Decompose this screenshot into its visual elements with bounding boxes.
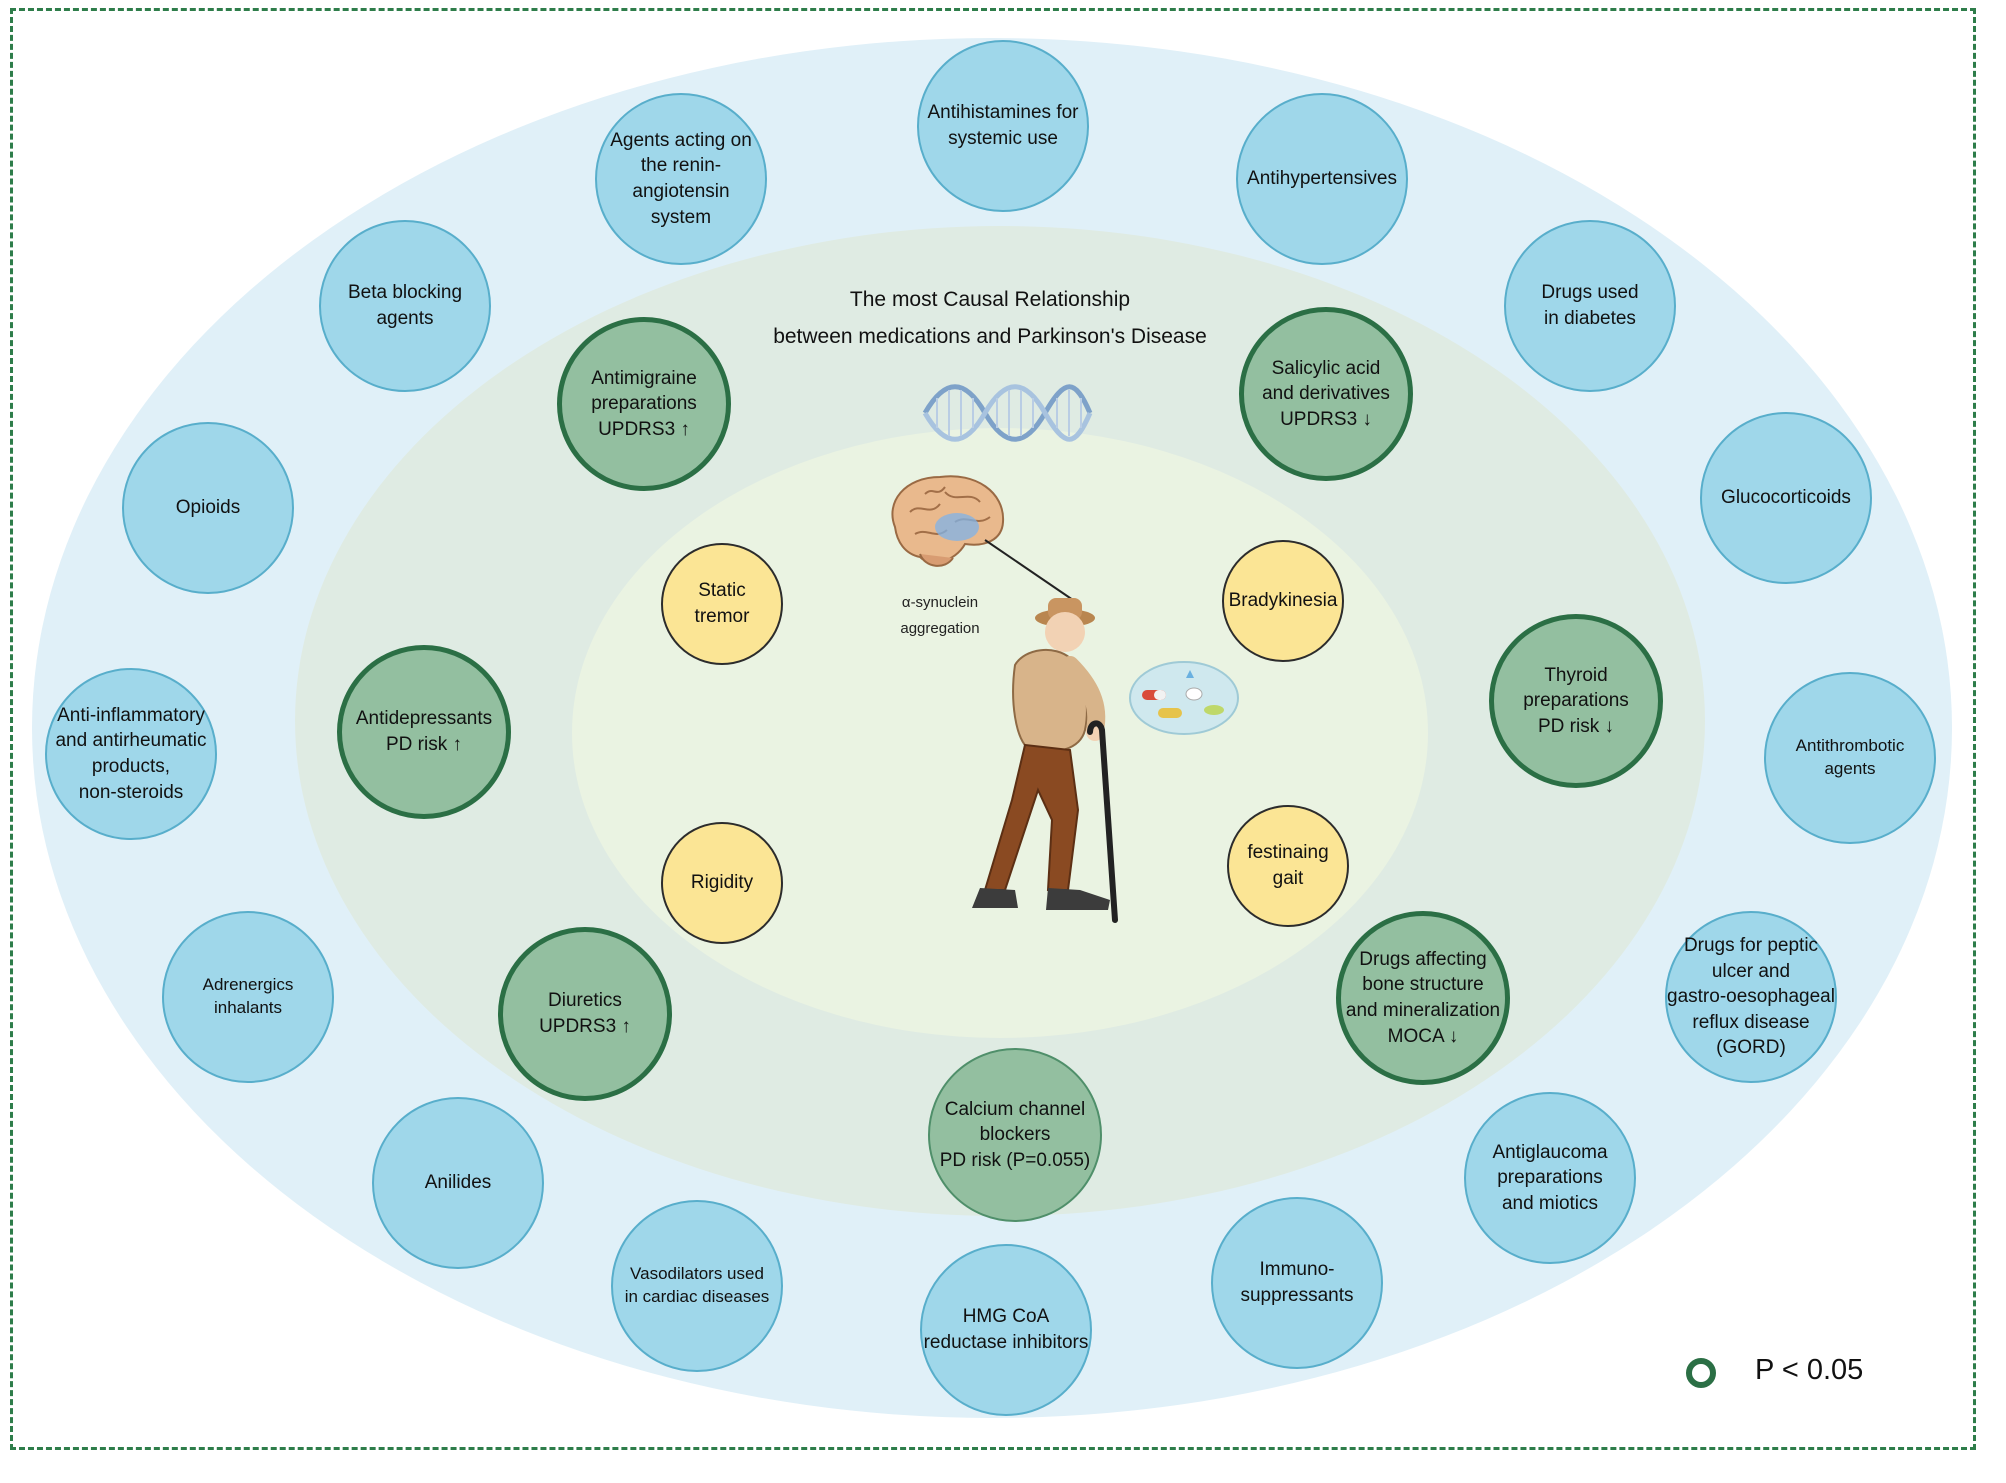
- med-immunosuppressants: Immuno- suppressants: [1211, 1197, 1383, 1369]
- med-renin-angiotensin: Agents acting on the renin-angiotensin s…: [595, 93, 767, 265]
- dna-icon: [922, 384, 1093, 442]
- med-antidepressants: Antidepressants PD risk ↑: [337, 645, 511, 819]
- legend-significance-marker: [1686, 1358, 1716, 1388]
- med-adrenergics: Adrenergics inhalants: [162, 911, 334, 1083]
- med-antiglaucoma: Antiglaucoma preparations and miotics: [1464, 1092, 1636, 1264]
- med-opioids: Opioids: [122, 422, 294, 594]
- med-antihistamines: Antihistamines for systemic use: [917, 40, 1089, 212]
- legend-label: P < 0.05: [1755, 1354, 1864, 1386]
- dashed-frame: [10, 8, 1976, 1450]
- med-antithrombotic: Antithrombotic agents: [1764, 672, 1936, 844]
- med-beta-blocking: Beta blocking agents: [319, 220, 491, 392]
- symptom-rigidity: Rigidity: [661, 822, 783, 944]
- med-thyroid: Thyroid preparations PD risk ↓: [1489, 614, 1663, 788]
- med-calcium-channel: Calcium channel blockers PD risk (P=0.05…: [928, 1048, 1102, 1222]
- med-glucocorticoids: Glucocorticoids: [1700, 412, 1872, 584]
- med-diuretics: Diuretics UPDRS3 ↑: [498, 927, 672, 1101]
- med-antihypertensives: Antihypertensives: [1236, 93, 1408, 265]
- med-anilides: Anilides: [372, 1097, 544, 1269]
- med-anti-inflammatory: Anti-inflammatory and antirheumatic prod…: [45, 668, 217, 840]
- med-vasodilators: Vasodilators used in cardiac diseases: [611, 1200, 783, 1372]
- med-bone-structure: Drugs affecting bone structure and miner…: [1336, 911, 1510, 1085]
- med-hmg-coa: HMG CoA reductase inhibitors: [920, 1244, 1092, 1416]
- brain-icon: [891, 475, 1005, 567]
- med-antimigraine: Antimigraine preparations UPDRS3 ↑: [557, 317, 731, 491]
- pills-icon: [1129, 661, 1239, 735]
- symptom-static-tremor: Static tremor: [661, 543, 783, 665]
- med-salicylic-acid: Salicylic acid and derivatives UPDRS3 ↓: [1239, 307, 1413, 481]
- symptom-bradykinesia: Bradykinesia: [1222, 540, 1344, 662]
- symptom-festinaing-gait: festinaing gait: [1227, 805, 1349, 927]
- connector-line: [984, 539, 1074, 601]
- med-diabetes: Drugs used in diabetes: [1504, 220, 1676, 392]
- diagram-title-line-1: The most Causal Relationship: [849, 288, 1131, 311]
- alpha-synuclein-label: α-synuclein aggregation: [900, 594, 980, 637]
- elderly-person-icon: [972, 598, 1118, 923]
- med-peptic-ulcer: Drugs for peptic ulcer and gastro-oesoph…: [1665, 911, 1837, 1083]
- diagram-title-line-2: between medications and Parkinson's Dise…: [773, 325, 1207, 348]
